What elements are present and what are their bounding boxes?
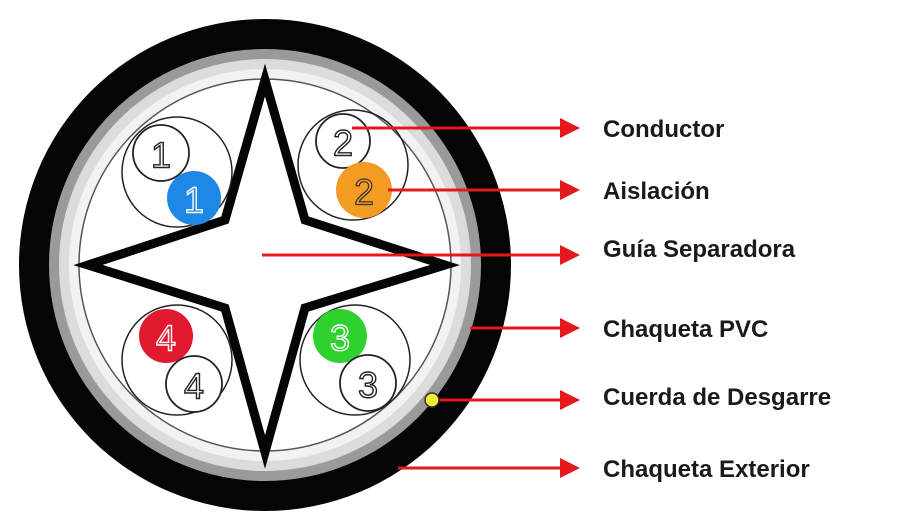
pair-1-color-insulation bbox=[167, 171, 221, 225]
label-conductor: Conductor bbox=[603, 116, 724, 143]
pair-3-sleeve bbox=[299, 304, 411, 416]
pair-1-color-label: 1 bbox=[184, 180, 204, 221]
callout-labels: Conductor Aislación Guía Separadora Chaq… bbox=[603, 116, 831, 483]
pair-2-sleeve bbox=[297, 109, 409, 221]
pair-3-white-label: 3 bbox=[358, 365, 378, 406]
pair-2-color-label: 2 bbox=[354, 172, 374, 213]
label-guia-separadora: Guía Separadora bbox=[603, 236, 796, 263]
twisted-pair-2: 2 2 bbox=[297, 109, 409, 221]
label-aislacion: Aislación bbox=[603, 178, 710, 205]
label-cuerda-de-desgarre: Cuerda de Desgarre bbox=[603, 384, 831, 411]
rip-cord bbox=[424, 392, 440, 408]
arrow-cuerda-de-desgarre bbox=[440, 390, 580, 410]
pair-3-white-insulation bbox=[339, 354, 397, 412]
arrow-conductor bbox=[352, 118, 580, 138]
pair-1-white-insulation bbox=[132, 124, 190, 182]
pair-4-white-label: 4 bbox=[184, 366, 204, 407]
arrow-chaqueta-exterior bbox=[398, 458, 580, 478]
label-chaqueta-exterior: Chaqueta Exterior bbox=[603, 456, 810, 483]
pair-2-white-label: 2 bbox=[333, 123, 353, 164]
twisted-pair-4: 4 4 bbox=[121, 304, 233, 416]
pair-4-color-insulation bbox=[139, 309, 193, 363]
pair-4-white-insulation bbox=[165, 355, 223, 413]
twisted-pair-1: 1 1 bbox=[121, 116, 233, 228]
star-separator bbox=[73, 63, 461, 469]
pair-1-sleeve bbox=[121, 116, 233, 228]
pair-3-color-label: 3 bbox=[330, 318, 350, 359]
pair-1-white-label: 1 bbox=[151, 135, 171, 176]
pair-4-sleeve bbox=[121, 304, 233, 416]
pair-3-color-insulation bbox=[313, 309, 367, 363]
pair-2-color-insulation bbox=[336, 162, 392, 218]
pair-4-color-label: 4 bbox=[156, 318, 176, 359]
label-chaqueta-pvc: Chaqueta PVC bbox=[603, 316, 768, 343]
arrow-guia-separadora bbox=[262, 245, 580, 265]
arrow-aislacion bbox=[388, 180, 580, 200]
arrow-chaqueta-pvc bbox=[470, 318, 580, 338]
twisted-pair-3: 3 3 bbox=[299, 304, 411, 416]
callout-arrows bbox=[262, 118, 580, 478]
